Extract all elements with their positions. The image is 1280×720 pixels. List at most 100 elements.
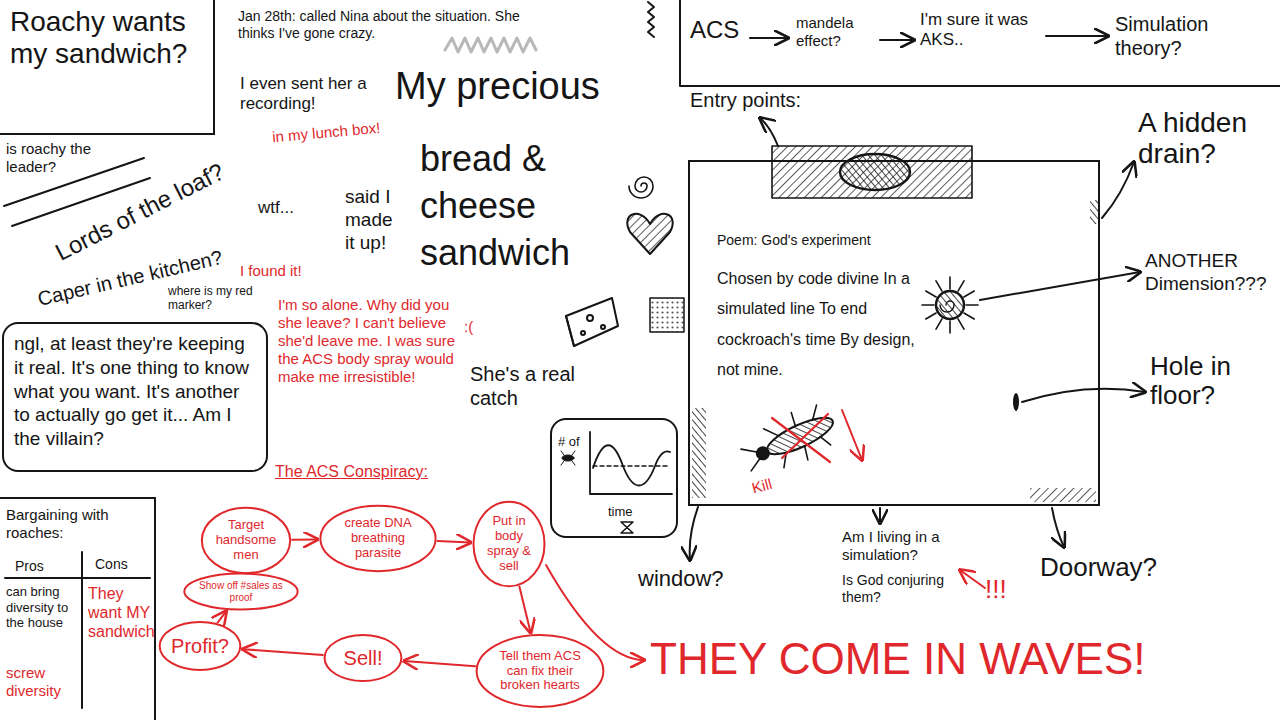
node-text: Sell! [334,647,393,670]
chart-axis [590,432,672,494]
table-rule [81,552,83,708]
red-note: :( [464,318,488,336]
process-oval: Show off #sales as proof [182,572,300,611]
scribble [445,38,536,52]
label-slot: ACS [690,16,750,45]
note-text: Entry points: [690,88,860,112]
red-note: I found it! [240,262,340,280]
note-text: I even sent her a recording! [240,74,390,115]
oval-outline [325,635,402,681]
process-oval: Target handsome men [200,505,292,576]
node-text: create DNA breathing parasite [334,516,423,561]
leader-arrow [546,565,644,660]
label-slot: window? [638,566,748,592]
note-text: mandela effect? [796,14,876,50]
label-slot: Entry points: [690,88,860,112]
note-text: A hidden drain? [1138,108,1273,170]
note-text: can bring diversity to the house [6,584,78,631]
text-wrap: Show off #sales as proof [198,580,285,603]
kill-arrow [842,410,862,460]
label-slot: where is my red marker? [168,284,260,313]
note-text: Hole in floor? [1150,352,1262,409]
label-slot: Is God conjuring them? [842,572,962,606]
node-text: # of [558,434,598,450]
table-rule [5,577,150,579]
label-slot: Doorway? [1040,552,1180,583]
label-slot: I found it! [240,262,340,280]
note-box: ngl, at least they're keeping it real. I… [2,322,268,472]
kill-cross [782,414,828,458]
leader-arrow [1052,508,1064,547]
leader-arrow [960,570,985,588]
flow-arrow [519,587,530,633]
note-text: ANOTHER Dimension??? [1145,250,1273,296]
process-oval: create DNA breathing parasite [318,503,438,574]
panel-border [680,0,1280,86]
roach-body [763,411,838,461]
table-rule [154,498,156,720]
node-text: time [608,504,658,520]
roach-head [755,445,771,461]
red-note: I'm so alone. Why did you she leave? I c… [278,296,458,386]
note-text: Am I living in a simulation? [842,528,982,564]
process-oval: Profit? [158,620,242,672]
label-slot: I'm so alone. Why did you she leave? I c… [278,296,458,386]
leader-arrow [760,118,778,146]
wavy-border [648,2,654,37]
label-slot: The ACS Conspiracy: [275,462,475,481]
label-slot: Simulation theory? [1115,12,1240,60]
portal-sun [936,291,964,319]
red-note: in my lunch box! [271,116,417,147]
hatched-vent [772,146,972,198]
label-slot: Bargaining with roaches: [6,506,151,542]
label-slot: :( [464,318,488,336]
portal-rays [922,277,978,333]
red-note: screw diversity [6,664,78,700]
text-slot: time [608,504,658,520]
text-wrap: ngl, at least they're keeping it real. I… [4,324,266,459]
note-text: where is my red marker? [168,284,260,313]
label-slot: THEY COME IN WAVES! [650,636,1170,682]
note-text: window? [638,566,748,592]
text-wrap: Roachy wants my sandwich? [0,0,213,76]
node-text: Profit? [169,635,231,658]
oval-outline [320,506,435,571]
leader-arrow [1022,389,1145,402]
node-text: Poem: God's experiment [717,232,957,249]
title-box: Roachy wants my sandwich? [0,0,215,135]
doorway-hatch [1030,488,1096,502]
label-slot: Cons [95,556,145,573]
label-slot: wtf... [258,198,318,218]
label-slot: ANOTHER Dimension??? [1145,250,1273,296]
red-note: !!! [985,574,1025,605]
label-slot: screw diversity [6,664,78,700]
hourglass-icon [621,522,633,533]
roach-icon [562,455,574,461]
label-slot: can bring diversity to the house [6,584,78,631]
text-wrap: Tell them ACS can fix their broken heart… [491,649,589,694]
heart-doodle [627,214,672,254]
leader-arrow [880,39,914,41]
label-slot: said I made it up! [345,186,397,254]
node-text: ngl, at least they're keeping it real. I… [14,332,256,451]
note-text: Bargaining with roaches: [6,506,151,542]
spiral-doodle [629,177,653,198]
oval-outline [473,502,544,587]
node-text: Target handsome men [212,518,280,563]
label-slot: They want MY sandwich [88,584,152,642]
leader-arrow [879,508,881,523]
note-text: ACS [690,16,750,45]
note-text: Simulation theory? [1115,12,1240,60]
oval-outline [160,622,241,670]
node-text: Show off #sales as proof [198,580,285,603]
drain-hatch [1090,200,1098,224]
red-note: The ACS Conspiracy: [275,462,475,481]
leader-arrow [1046,35,1108,37]
text-wrap: Profit? [169,635,231,658]
label-slot: I even sent her a recording! [240,74,390,115]
node-text: Kill [750,467,803,497]
leader-arrow [750,37,788,39]
label-slot: My precious [395,66,657,108]
